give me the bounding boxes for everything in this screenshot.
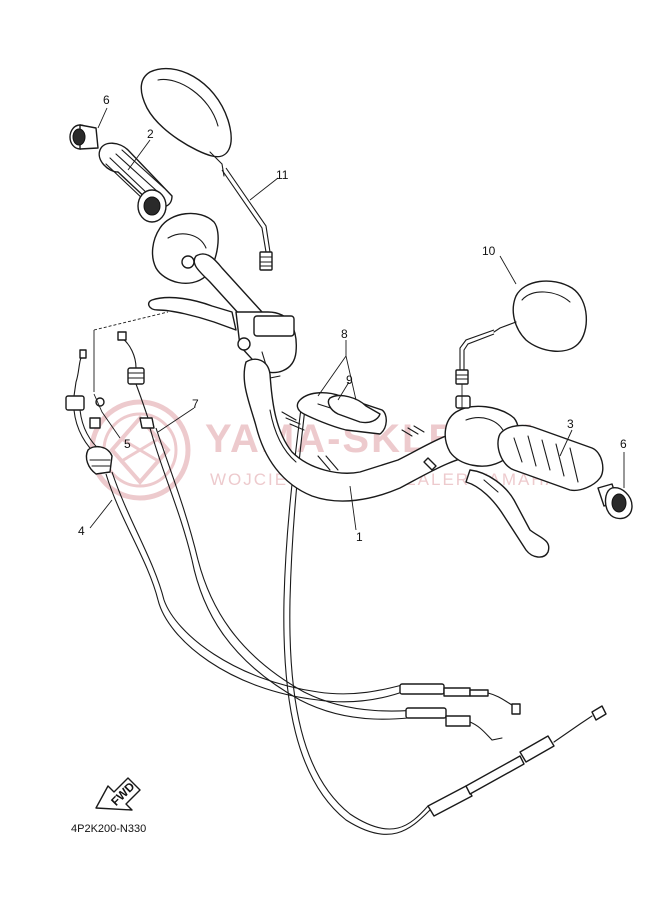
diagram-code: 4P2K200-N330 (71, 823, 147, 835)
callout-2: 2 (147, 127, 154, 141)
left-grip (98, 142, 173, 223)
clutch-lever (147, 296, 297, 379)
callout-1: 1 (356, 530, 363, 544)
callout-9: 9 (346, 373, 353, 387)
callout-7: 7 (192, 397, 199, 411)
fwd-arrow: FWD (95, 777, 141, 811)
right-grip (497, 424, 604, 492)
left-mirror (140, 67, 273, 271)
leader-lines (89, 107, 625, 531)
handlebar-pad (296, 392, 387, 435)
callout-6-right: 6 (620, 437, 627, 451)
callout-11: 11 (276, 168, 289, 182)
right-mount (401, 395, 471, 471)
callout-3: 3 (567, 417, 574, 431)
watermark-logo (89, 399, 191, 501)
callout-8: 8 (341, 327, 348, 341)
right-mirror (455, 280, 588, 408)
cable-ends-lower (399, 683, 521, 741)
long-cable-end (427, 705, 607, 817)
switch-lead-wires (73, 331, 145, 397)
callout-5: 5 (124, 437, 131, 451)
callout-6-left: 6 (103, 93, 110, 107)
callout-4: 4 (78, 524, 85, 538)
callout-10: 10 (482, 244, 496, 258)
right-grip-end (597, 483, 633, 520)
throttle-cable (135, 383, 441, 720)
clutch-cable (65, 395, 409, 703)
left-grip-end (69, 124, 99, 150)
front-brake-lever (465, 469, 550, 558)
